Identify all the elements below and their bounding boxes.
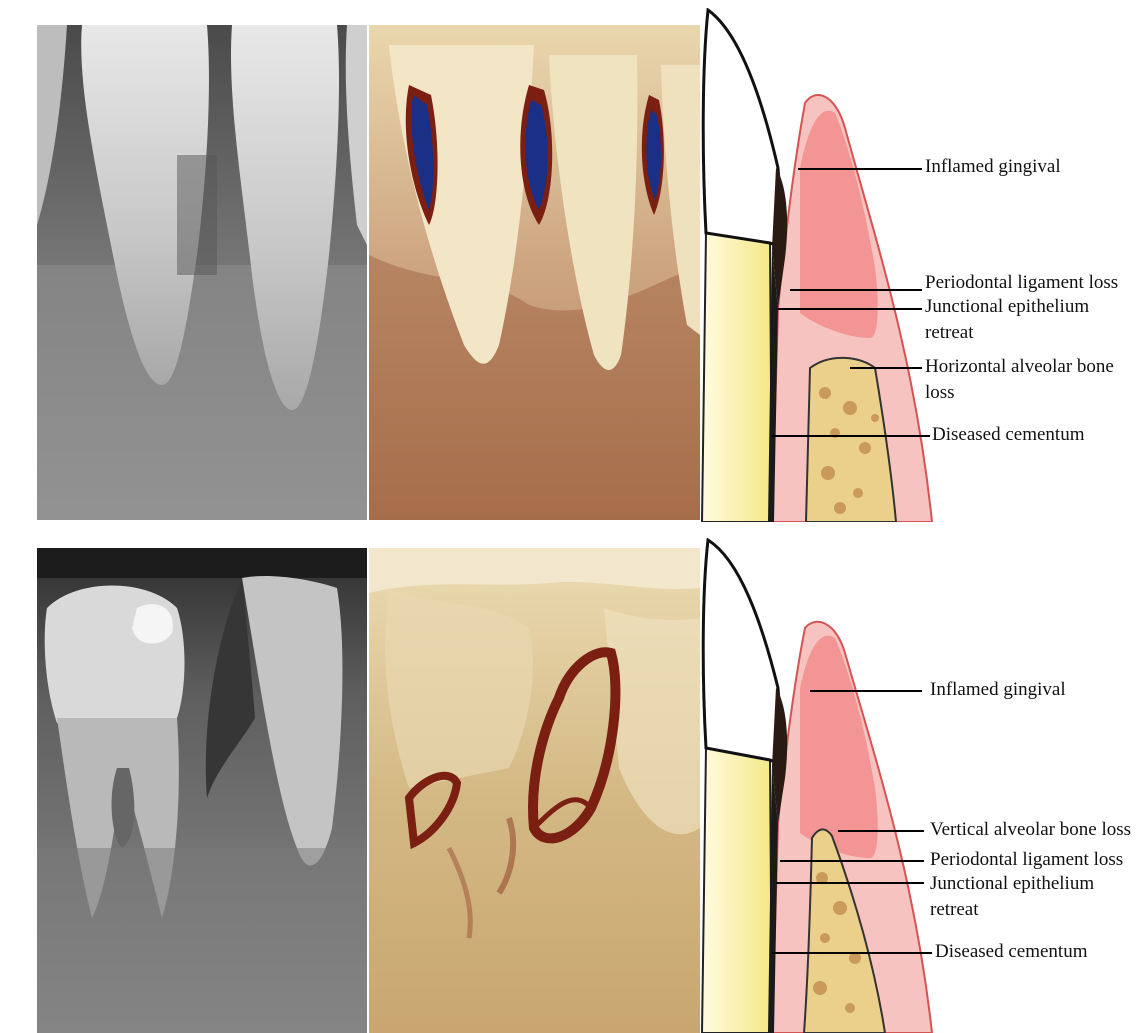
label-retreat-bottom: retreat (930, 899, 979, 921)
bottom-periodontal-schematic (700, 538, 940, 1033)
bottom-colorized-radiograph (369, 548, 700, 1033)
leader-pdl-top (790, 289, 922, 291)
top-periodontal-schematic (700, 8, 940, 522)
leader-inflamed-bottom (810, 690, 922, 692)
leader-je-bottom (776, 882, 924, 884)
label-diseased-cementum-top: Diseased cementum (932, 424, 1084, 446)
label-diseased-cementum-bottom: Diseased cementum (935, 941, 1087, 963)
label-retreat-top: retreat (925, 322, 974, 344)
leader-inflamed-top (798, 168, 922, 170)
label-inflamed-gingival-top: Inflamed gingival (925, 156, 1061, 178)
leader-je-top (778, 308, 922, 310)
top-colorized-radiograph (369, 25, 700, 520)
leader-cementum-top (772, 435, 930, 437)
label-junctional-epithelium-bottom: Junctional epithelium (930, 873, 1094, 895)
label-horizontal-alveolar-bone-top: Horizontal alveolar bone (925, 356, 1114, 378)
bottom-radiograph (37, 548, 367, 1033)
label-inflamed-gingival-bottom: Inflamed gingival (930, 679, 1066, 701)
label-periodontal-ligament-loss-bottom: Periodontal ligament loss (930, 849, 1123, 871)
leader-vertical-bone-bottom (838, 830, 924, 832)
leader-horizontal-bone-top (850, 367, 922, 369)
leader-pdl-bottom (780, 860, 924, 862)
label-vertical-alveolar-bone-bottom: Vertical alveolar bone loss (930, 819, 1131, 841)
label-junctional-epithelium-top: Junctional epithelium (925, 296, 1089, 318)
leader-cementum-bottom (772, 952, 932, 954)
top-radiograph (37, 25, 367, 520)
label-periodontal-ligament-loss-top: Periodontal ligament loss (925, 272, 1118, 294)
label-horizontal-loss-top: loss (925, 382, 955, 404)
